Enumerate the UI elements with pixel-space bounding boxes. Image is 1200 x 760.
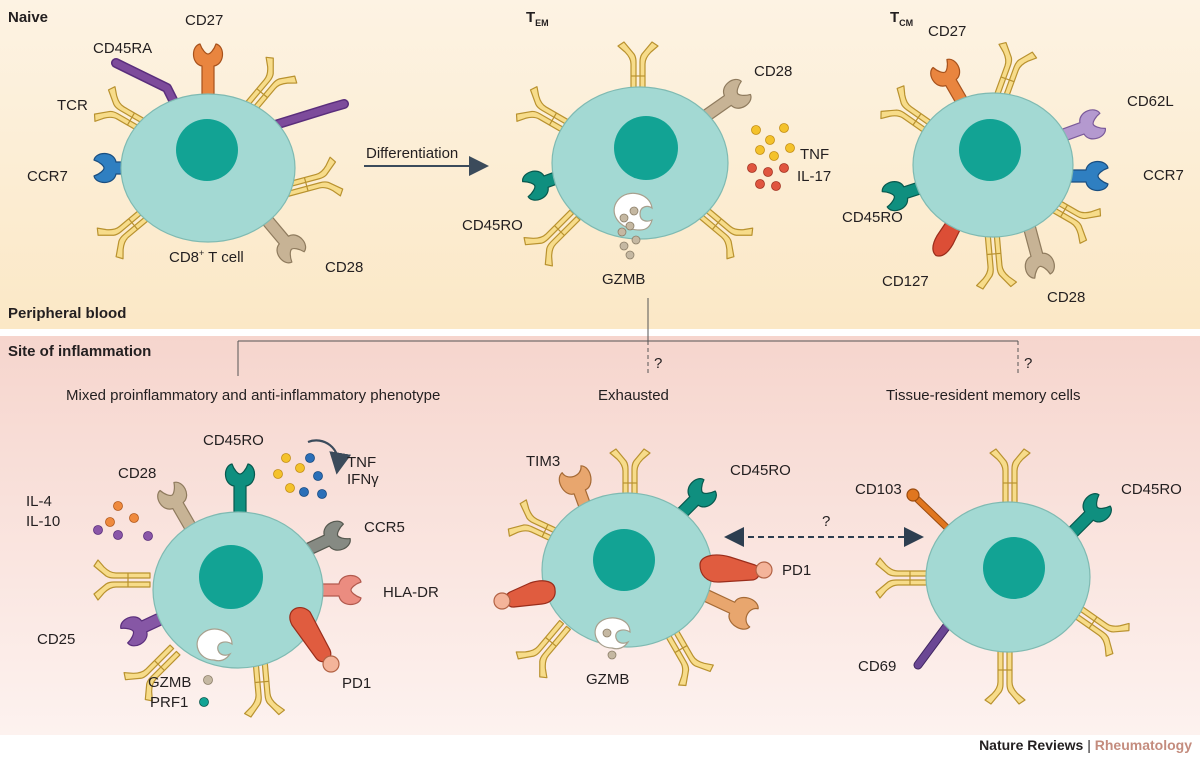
exhausted-cell: [493, 448, 773, 690]
naive-cd28-label: CD28: [325, 259, 363, 276]
naive-title: Naive: [8, 9, 48, 26]
tem-cytokine-dots: [747, 123, 795, 191]
naive-tcr-label: TCR: [57, 97, 88, 114]
gzmb-granule: [602, 628, 612, 638]
exhausted-nucleus: [593, 529, 655, 591]
resident-cd45ro-label: CD45RO: [1121, 481, 1182, 498]
tem-cell: [512, 41, 757, 270]
tcm-nucleus: [959, 119, 1021, 181]
naive-cd27-label: CD27: [185, 12, 223, 29]
mixed-gzmb-label: GZMB: [148, 674, 191, 691]
exhausted-pd1-label: PD1: [782, 562, 811, 579]
site-of-inflammation-label: Site of inflammation: [8, 343, 151, 360]
mixed-il4-label: IL-4: [26, 493, 52, 510]
transition-question: ?: [822, 513, 830, 530]
naive-cell-label: CD8+ T cell: [169, 248, 244, 266]
mixed-cd45ro-label: CD45RO: [203, 432, 264, 449]
exhausted-cd45ro-label: CD45RO: [730, 462, 791, 479]
resident-question: ?: [1024, 355, 1032, 372]
tcm-cell: [877, 39, 1109, 291]
exhausted-question: ?: [654, 355, 662, 372]
tcm-cd62l-label: CD62L: [1127, 93, 1174, 110]
exhausted-label: Exhausted: [598, 387, 669, 404]
cd45ra-receptor: [271, 100, 348, 129]
secretion-arrow: [307, 439, 352, 475]
tem-cd45ro-label: CD45RO: [462, 217, 523, 234]
peripheral-blood-label: Peripheral blood: [8, 305, 126, 322]
gzmb-granule: [203, 675, 213, 685]
cd103-head: [906, 488, 920, 502]
mixed-cd25-label: CD25: [37, 631, 75, 648]
tcm-cd127-label: CD127: [882, 273, 929, 290]
exhausted-pd1-left: [493, 580, 556, 610]
gzmb-granules: [617, 206, 641, 260]
tem-cd28-label: CD28: [754, 63, 792, 80]
mixed-ccr5-label: CCR5: [364, 519, 405, 536]
tem-tnf-label: TNF: [800, 146, 829, 163]
naive-cell: [90, 43, 349, 267]
resident-cell: [875, 448, 1133, 705]
tissue-resident-label: Tissue-resident memory cells: [886, 387, 1081, 404]
mixed-phenotype-label: Mixed proinflammatory and anti-inflammat…: [66, 387, 440, 404]
mixed-prf1-label: PRF1: [150, 694, 188, 711]
branch-connectors: [237, 298, 1019, 376]
resident-cd69-label: CD69: [858, 658, 896, 675]
mixed-cytokine-dots: [93, 453, 327, 541]
prf1-granule: [199, 697, 209, 707]
granule-vesicle: [594, 617, 631, 650]
tcm-ccr7-label: CCR7: [1143, 167, 1184, 184]
tcm-cd45ro-label: CD45RO: [842, 209, 903, 226]
resident-cd103-label: CD103: [855, 481, 902, 498]
exhausted-pd1-right: [699, 554, 773, 583]
tcm-title: TCM: [890, 9, 913, 28]
resident-nucleus: [983, 537, 1045, 599]
mixed-ifng-label: IFNγ: [347, 471, 379, 488]
naive-ccr7-label: CCR7: [27, 168, 68, 185]
exhausted-gzmb-label: GZMB: [586, 671, 629, 688]
gzmb-granule: [607, 650, 617, 660]
tem-il17-label: IL-17: [797, 168, 831, 185]
mixed-tnf-label: TNF: [347, 454, 376, 471]
mixed-cell: [93, 463, 362, 719]
tcm-cd27-label: CD27: [928, 23, 966, 40]
tem-nucleus: [614, 116, 678, 180]
differentiation-label: Differentiation: [366, 145, 458, 162]
mixed-nucleus: [199, 545, 263, 609]
credit-line: Nature Reviews | Rheumatology: [979, 737, 1192, 753]
mixed-il10-label: IL-10: [26, 513, 60, 530]
exhausted-tim3-label: TIM3: [526, 453, 560, 470]
naive-cd45ra-label: CD45RA: [93, 40, 152, 57]
tem-gzmb-label: GZMB: [602, 271, 645, 288]
granule-vesicle: [196, 628, 233, 662]
naive-nucleus: [176, 119, 238, 181]
mixed-pd1-label: PD1: [342, 675, 371, 692]
mixed-pd1-receptor: [289, 607, 340, 673]
mixed-cd28-label: CD28: [118, 465, 156, 482]
tcm-cd28-label: CD28: [1047, 289, 1085, 306]
mixed-hladr-label: HLA-DR: [383, 584, 439, 601]
tem-title: TEM: [526, 9, 549, 28]
